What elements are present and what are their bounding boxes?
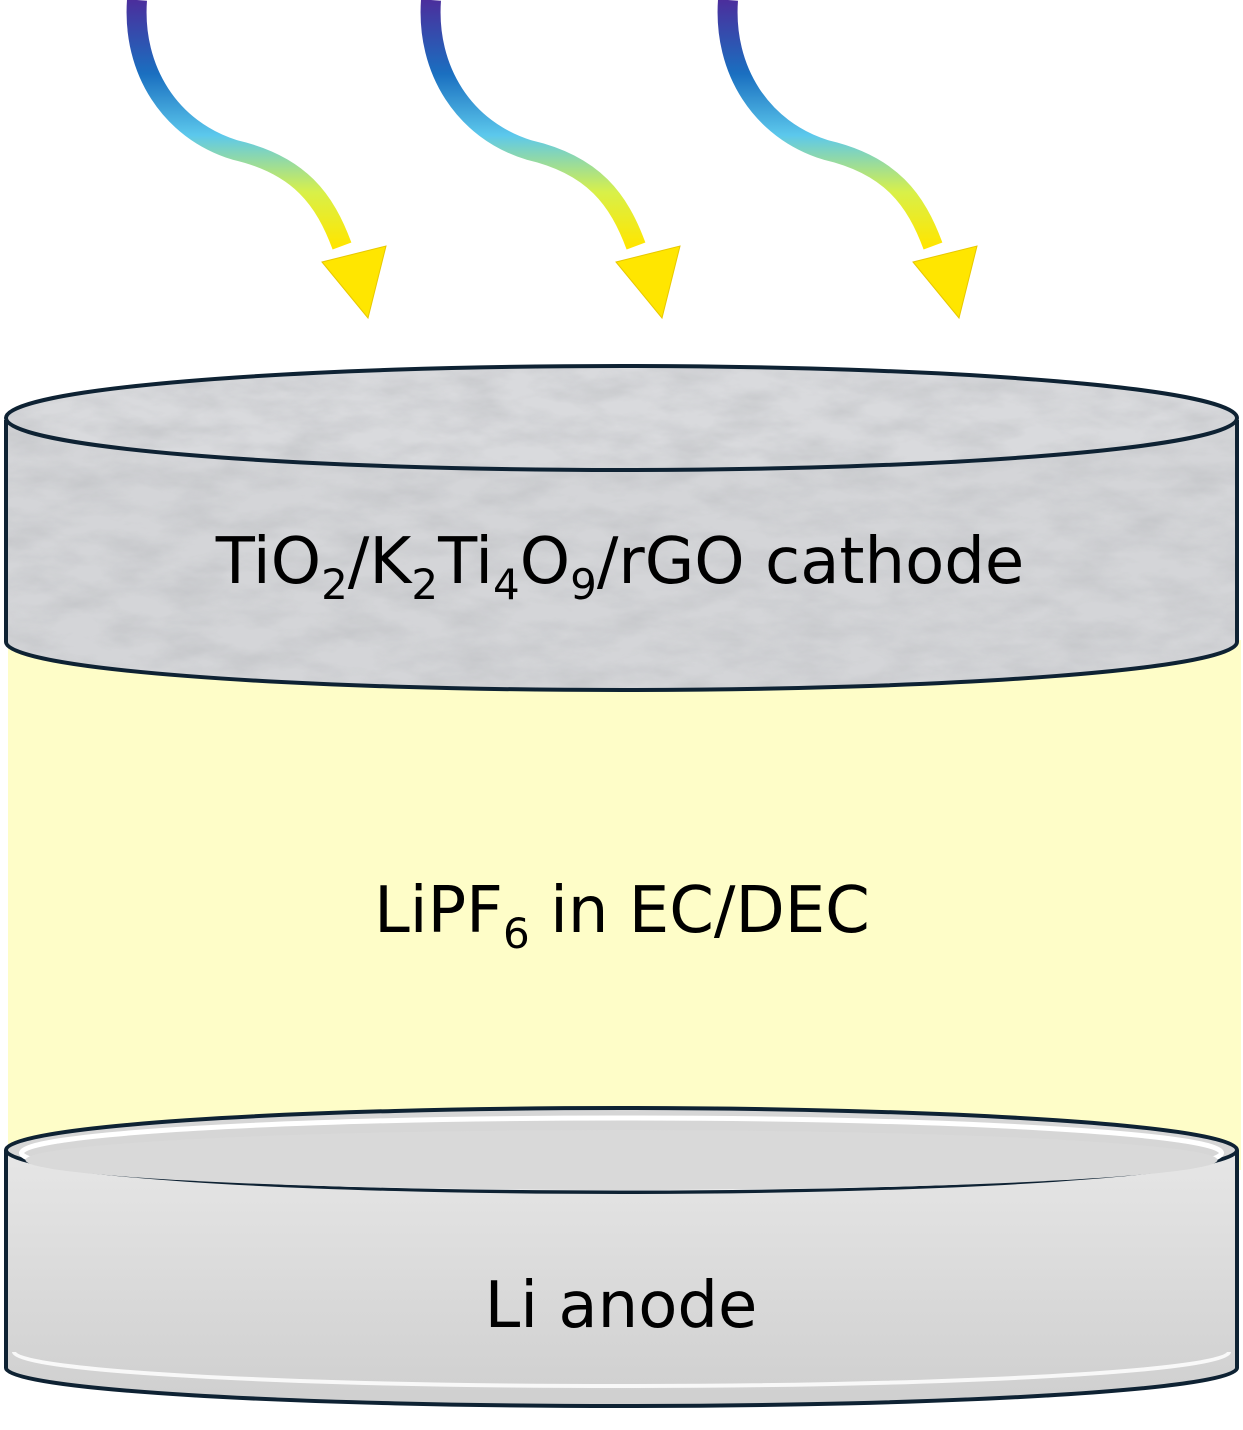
electrolyte-label: LiPF6 in EC/DEC — [374, 874, 870, 958]
anode-label: Li anode — [485, 1269, 758, 1343]
light-arrows — [126, 0, 978, 320]
formula-subscript: 2 — [411, 560, 438, 609]
cathode-label: TiO2/K2Ti4O9/rGO cathode — [215, 525, 1024, 609]
formula-subscript: 4 — [493, 560, 520, 609]
wavy-light-arrow-icon — [420, 0, 681, 320]
cathode-outline — [4, 420, 1239, 692]
anode-layer — [3, 1106, 1239, 1409]
formula-text: /rGO cathode — [597, 525, 1024, 599]
formula-text: LiPF — [374, 874, 503, 948]
formula-subscript: 6 — [503, 909, 530, 958]
electrolyte-layer — [8, 640, 1241, 1170]
wavy-light-arrow-icon — [717, 0, 978, 320]
formula-subscript: 2 — [321, 560, 348, 609]
formula-text: O — [520, 525, 570, 599]
formula-text: TiO — [215, 525, 321, 599]
anode-inner-surface — [25, 1130, 1218, 1190]
anode-body — [3, 1150, 1239, 1409]
electrolyte-fill — [8, 640, 1241, 1170]
formula-text: /K — [348, 525, 414, 599]
formula-text: Ti — [437, 525, 493, 599]
formula-subscript: 9 — [570, 560, 597, 609]
cathode-top-outline — [4, 364, 1239, 472]
wavy-light-arrow-icon — [126, 0, 387, 320]
cathode-texture — [6, 420, 1237, 690]
formula-text: in EC/DEC — [530, 874, 870, 948]
cathode-layer — [4, 364, 1239, 692]
cathode-top-texture — [6, 366, 1237, 470]
anode-bottom-rim — [12, 1351, 1231, 1389]
